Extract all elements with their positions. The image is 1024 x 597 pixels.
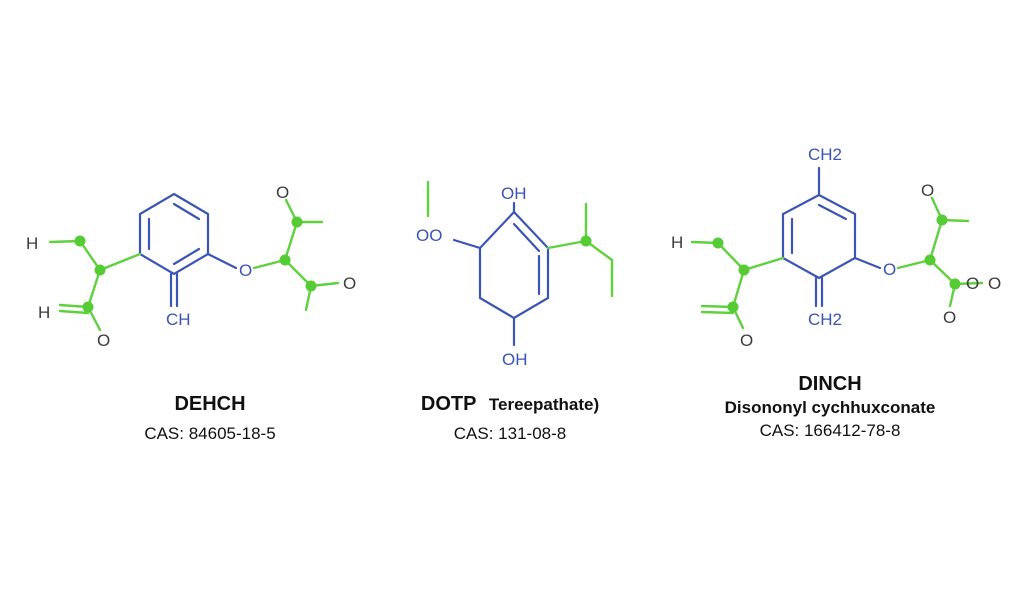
dinch-atom-o-right: O	[966, 274, 979, 293]
dotp-name: DOTP	[420, 393, 477, 415]
dehch-cas: CAS: 84605-18-5	[144, 424, 276, 443]
dehch-caption: DEHCH CAS: 84605-18-5	[110, 393, 310, 444]
dinch-atom-o-top: O	[921, 181, 934, 200]
dinch-cas: CAS: 166412-78-8	[759, 421, 901, 440]
dotp-subname: Tereepathate)	[488, 395, 600, 414]
dotp-cas: CAS: 131-08-8	[453, 424, 567, 443]
dehch-atom-o-bottom: O	[97, 331, 110, 350]
dotp-atom-oo: OO	[416, 226, 442, 245]
dehch-atom-ch: CH	[166, 310, 191, 329]
dinch-atom-ch2-top: CH2	[808, 145, 842, 164]
dinch-subname: Disononyl cychhuxconate	[724, 398, 936, 417]
dinch-ring	[781, 166, 882, 308]
dinch-atom-o-ring: O	[883, 260, 896, 279]
dehch-atom-h2: H	[38, 303, 50, 322]
dehch-atom-o-right: O	[343, 274, 356, 293]
dehch-benzene-ring	[138, 192, 238, 308]
dehch-atom-o-ring: O	[239, 261, 252, 280]
dinch-atom-o-bottom: O	[740, 331, 753, 350]
dehch-atom-h1: H	[26, 234, 38, 253]
dotp-atom-oh-bottom: OH	[502, 350, 528, 369]
dotp-structure: OH OO OH	[416, 180, 614, 369]
dinch-name: DINCH	[798, 373, 862, 395]
dotp-atom-oh-top: OH	[501, 184, 527, 203]
dehch-left-chain	[48, 235, 142, 332]
dehch-right-chain	[252, 198, 340, 312]
dinch-atom-o-bottom-right: O	[943, 308, 956, 327]
dehch-name: DEHCH	[174, 393, 246, 415]
dehch-atom-o-top: O	[276, 183, 289, 202]
dinch-atom-o-right2: O	[988, 274, 1001, 293]
dinch-right-chain	[896, 196, 984, 308]
dinch-atom-h1: H	[671, 233, 683, 252]
dinch-structure: CH2 H O O O O O O CH2	[671, 145, 1001, 350]
dotp-caption: DOTP Tereepathate) CAS: 131-08-8	[390, 393, 630, 444]
dinch-left-chain	[690, 237, 785, 330]
dotp-right-chain	[546, 202, 614, 298]
dotp-ring	[452, 201, 550, 347]
dinch-atom-ch2-bottom: CH2	[808, 310, 842, 329]
dinch-caption: DINCH Disononyl cychhuxconate CAS: 16641…	[690, 373, 970, 441]
dehch-structure: H H O O O O CH	[26, 183, 356, 350]
